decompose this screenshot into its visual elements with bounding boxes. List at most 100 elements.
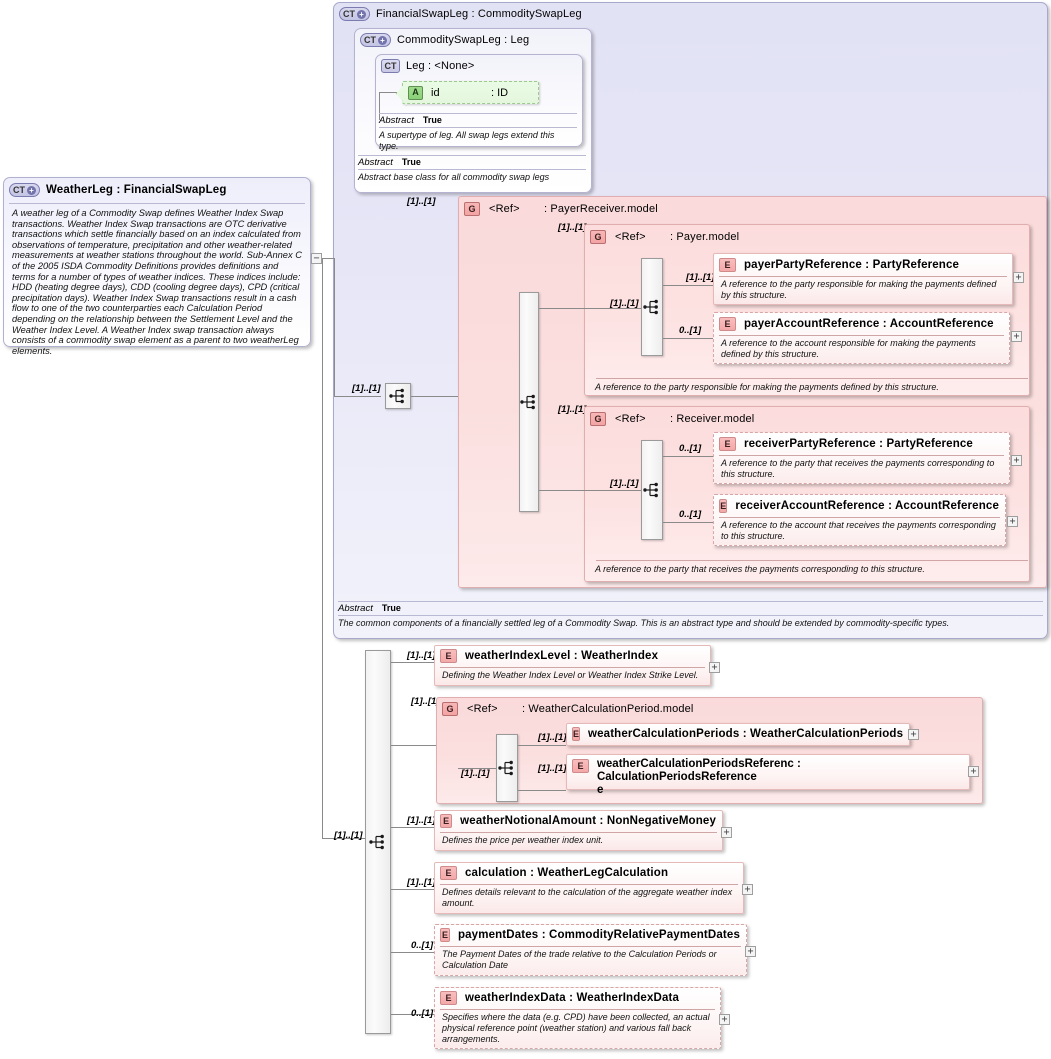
abstract-value: True	[401, 157, 421, 167]
element-receiverpartyreference[interactable]: E receiverPartyReference : PartyReferenc…	[713, 432, 1010, 484]
complextype-icon: CT	[381, 59, 400, 73]
payerreceiver-header: G <Ref> : PayerReceiver.model	[459, 197, 1046, 219]
connector-leg-attr-h	[379, 92, 401, 93]
receiverpartyreference-expand-toggle[interactable]: +	[1011, 455, 1022, 466]
sequence-compositor-weathercalcperiod[interactable]	[496, 734, 518, 802]
financialswapleg-header: CT + FinancialSwapLeg : CommoditySwapLeg	[334, 3, 1047, 24]
group-icon: G	[464, 202, 480, 216]
complextype-icon: CT +	[339, 7, 370, 21]
connector-wcp-e2	[518, 790, 566, 791]
payeraccountreference-doc: A reference to the account responsible f…	[721, 338, 976, 359]
attribute-name: id	[431, 86, 440, 99]
connector-root-v	[334, 258, 335, 397]
cardinality-payer-branch: [1]..[1]	[558, 222, 587, 233]
weatherindexdata-header: E weatherIndexData : WeatherIndexData	[435, 988, 720, 1008]
sequence-icon	[498, 760, 513, 776]
element-payeraccountreference[interactable]: E payerAccountReference : AccountReferen…	[713, 312, 1010, 364]
sequence-compositor-payer[interactable]	[641, 258, 663, 356]
weathercalculationperiods-expand-toggle[interactable]: +	[908, 729, 919, 740]
cardinality-receiverpartyreference: 0..[1]	[679, 443, 702, 454]
calculation-doc: Defines details relevant to the calculat…	[442, 887, 733, 908]
paymentdates-expand-toggle[interactable]: +	[745, 946, 756, 957]
element-icon: E	[440, 991, 457, 1005]
calculation-expand-toggle[interactable]: +	[742, 884, 753, 895]
weathercalculationperiodsreference-title-l1: weatherCalculationPeriodsReferenc : Calc…	[596, 758, 801, 783]
weatherindexlevel-header: E weatherIndexLevel : WeatherIndex	[435, 646, 710, 666]
cardinality-root-seq: [1]..[1]	[352, 383, 381, 394]
plus-icon: +	[357, 9, 366, 19]
paymentdates-title: paymentDates : CommodityRelativePaymentD…	[457, 929, 740, 941]
sequence-compositor-root[interactable]	[385, 383, 411, 409]
element-calculation[interactable]: E calculation : WeatherLegCalculation De…	[434, 862, 744, 914]
sequence-icon	[369, 834, 384, 850]
sequence-compositor-receiver[interactable]	[641, 440, 663, 540]
element-weatherindexdata[interactable]: E weatherIndexData : WeatherIndexData Sp…	[434, 987, 721, 1049]
connector-payer-e1	[663, 285, 714, 286]
financialswapleg-abstract-row: Abstract True	[336, 602, 1045, 615]
element-icon: E	[572, 759, 589, 773]
sequence-compositor-payerreceiver[interactable]	[519, 292, 539, 512]
weathernotionalamount-expand-toggle[interactable]: +	[721, 827, 732, 838]
payeraccountreference-header: E payerAccountReference : AccountReferen…	[714, 313, 1009, 334]
element-icon: E	[440, 866, 457, 880]
connector-receiver-in	[584, 490, 641, 491]
complextype-icon: CT +	[360, 33, 391, 47]
element-icon: E	[440, 814, 453, 828]
receiveraccountreference-expand-toggle[interactable]: +	[1007, 516, 1018, 527]
element-payerpartyreference[interactable]: E payerPartyReference : PartyReference A…	[713, 253, 1013, 305]
sequence-icon	[643, 482, 658, 498]
paymentdates-header: E paymentDates : CommodityRelativePaymen…	[435, 925, 746, 945]
connector-pr-branch-receiver	[539, 490, 584, 491]
payerpartyreference-expand-toggle[interactable]: +	[1013, 272, 1024, 283]
weathercalculationperiods-title: weatherCalculationPeriods : WeatherCalcu…	[588, 728, 904, 740]
weathercalcperiod-title: : WeatherCalculationPeriod.model	[522, 703, 694, 715]
weatherleg-doc: A weather leg of a Commodity Swap define…	[12, 208, 302, 356]
connector-weather-b5	[391, 952, 434, 953]
weathercalculationperiods-header: E weatherCalculationPeriods : WeatherCal…	[567, 724, 909, 744]
element-weathernotionalamount[interactable]: E weatherNotionalAmount : NonNegativeMon…	[434, 810, 723, 851]
receiverpartyreference-doc: A reference to the party that receives t…	[721, 458, 995, 479]
financialswapleg-title: FinancialSwapLeg : CommoditySwapLeg	[376, 8, 582, 20]
cardinality-receiveraccountreference: 0..[1]	[679, 509, 702, 520]
weathercalculationperiodsreference-expand-toggle[interactable]: +	[968, 766, 979, 777]
cardinality-weatherindexlevel: [1]..[1]	[407, 650, 436, 661]
cardinality-calculation: [1]..[1]	[407, 877, 436, 888]
commodityswapleg-header: CT + CommoditySwapLeg : Leg	[355, 29, 591, 50]
cardinality-payer-seq: [1]..[1]	[610, 298, 639, 309]
leg-footer: Abstract True A supertype of leg. All sw…	[377, 113, 579, 151]
weatherindexlevel-expand-toggle[interactable]: +	[709, 662, 720, 673]
receiveraccountreference-doc: A reference to the account that receives…	[721, 520, 996, 541]
element-receiveraccountreference[interactable]: E receiverAccountReference : AccountRefe…	[713, 494, 1006, 546]
connector-wcp-in	[458, 768, 496, 769]
sequence-icon	[520, 394, 535, 410]
payer-doc-separator	[596, 378, 1028, 379]
connector-weather-b2	[391, 745, 458, 746]
cardinality-weathernotionalamount: [1]..[1]	[407, 815, 436, 826]
cardinality-weatherindexdata: 0..[1]	[411, 1008, 434, 1019]
complextype-icon: CT +	[9, 183, 40, 197]
weatherleg-collapse-toggle[interactable]: −	[311, 253, 322, 264]
payer-title: : Payer.model	[670, 231, 740, 243]
weatherindexlevel-doc: Defining the Weather Index Level or Weat…	[442, 670, 699, 680]
receiverpartyreference-title: receiverPartyReference : PartyReference	[744, 438, 973, 450]
element-weathercalculationperiods[interactable]: E weatherCalculationPeriods : WeatherCal…	[566, 723, 910, 746]
element-weathercalculationperiodsreference[interactable]: E weatherCalculationPeriodsReferenc : Ca…	[566, 754, 970, 796]
weatherindexdata-expand-toggle[interactable]: +	[719, 1014, 730, 1025]
payerpartyreference-title: payerPartyReference : PartyReference	[744, 259, 960, 271]
element-icon: E	[440, 649, 457, 663]
calculation-header: E calculation : WeatherLegCalculation	[435, 863, 743, 883]
element-weatherindexlevel[interactable]: E weatherIndexLevel : WeatherIndex Defin…	[434, 645, 711, 686]
element-paymentdates[interactable]: E paymentDates : CommodityRelativePaymen…	[434, 924, 747, 976]
cardinality-payerreceiver: [1]..[1]	[407, 196, 436, 207]
payer-ref: <Ref>	[615, 231, 646, 243]
sequence-compositor-weather[interactable]	[365, 650, 391, 1034]
sequence-icon	[389, 388, 404, 404]
element-icon: E	[572, 727, 581, 741]
connector-weather-b1	[391, 662, 434, 663]
complextype-weatherleg[interactable]: CT + WeatherLeg : FinancialSwapLeg A wea…	[3, 177, 311, 356]
attribute-icon: A	[408, 85, 423, 100]
attribute-id[interactable]: A id : ID	[396, 81, 539, 106]
weatherindexdata-title: weatherIndexData : WeatherIndexData	[465, 992, 680, 1004]
connector-leg-attr-v	[379, 92, 380, 120]
payeraccountreference-expand-toggle[interactable]: +	[1011, 331, 1022, 342]
